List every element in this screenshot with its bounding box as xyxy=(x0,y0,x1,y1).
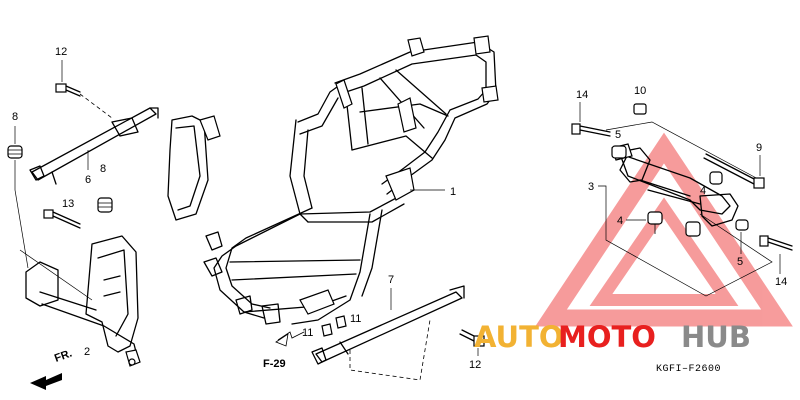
callout-14-upper: 14 xyxy=(576,89,588,101)
callout-10: 10 xyxy=(634,85,646,97)
callout-5-lower: 5 xyxy=(737,256,743,268)
clip-part-11[interactable] xyxy=(321,315,347,337)
front-arrow-label: FR. xyxy=(53,347,74,364)
collar-part-5-upper[interactable] xyxy=(611,145,627,159)
callout-7: 7 xyxy=(388,274,394,286)
callout-12-lower: 12 xyxy=(469,359,481,371)
bracket-part-2[interactable] xyxy=(25,235,141,367)
bolt-part-12-upper[interactable] xyxy=(55,83,81,97)
watermark-text-hub: HUB xyxy=(681,320,751,354)
stay-part-7[interactable] xyxy=(311,285,465,381)
bolt-part-14-lower[interactable] xyxy=(759,235,793,251)
callout-5-upper: 5 xyxy=(615,129,621,141)
watermark-logo: AUTO MOTO HUB xyxy=(474,320,751,354)
nut-part-10[interactable] xyxy=(633,103,647,115)
watermark-text-moto: MOTO xyxy=(558,320,656,354)
section-reference: F-29 xyxy=(263,358,286,370)
stay-part-6[interactable] xyxy=(29,107,159,185)
collar-part-5-lower[interactable] xyxy=(735,219,749,231)
callout-4-upper: 4 xyxy=(700,185,706,197)
callout-3: 3 xyxy=(588,181,594,193)
callout-8-upper: 8 xyxy=(12,111,18,123)
callout-12-upper: 12 xyxy=(55,46,67,58)
callout-13: 13 xyxy=(62,198,74,210)
bolt-part-14-upper[interactable] xyxy=(571,123,611,137)
callout-6: 6 xyxy=(85,174,91,186)
callout-14-lower: 14 xyxy=(775,276,787,288)
callout-1: 1 xyxy=(450,186,456,198)
rubber-part-8-lower[interactable] xyxy=(97,197,113,213)
rubber-part-8-upper[interactable] xyxy=(7,145,23,159)
diagram-code: KGFI–F2600 xyxy=(656,364,721,375)
callout-2: 2 xyxy=(84,346,90,358)
section-reference-arrow xyxy=(275,331,305,347)
stopper-part-4-upper[interactable] xyxy=(709,171,723,185)
callout-8-lower: 8 xyxy=(100,163,106,175)
bolt-part-9[interactable] xyxy=(703,153,765,189)
callout-11-a: 11 xyxy=(350,313,361,325)
bolt-part-12-lower[interactable] xyxy=(459,329,485,347)
main-frame-part-1[interactable] xyxy=(167,35,499,325)
callout-11-b: 11 xyxy=(302,327,313,339)
watermark-text-auto: AUTO xyxy=(474,320,564,354)
bolt-part-13[interactable] xyxy=(43,209,81,229)
watermark-triangle xyxy=(535,132,793,327)
stopper-part-4-lower[interactable] xyxy=(647,211,663,234)
front-direction-arrow: FR. xyxy=(30,347,74,390)
callout-4-lower: 4 xyxy=(617,215,623,227)
callout-9: 9 xyxy=(756,142,762,154)
